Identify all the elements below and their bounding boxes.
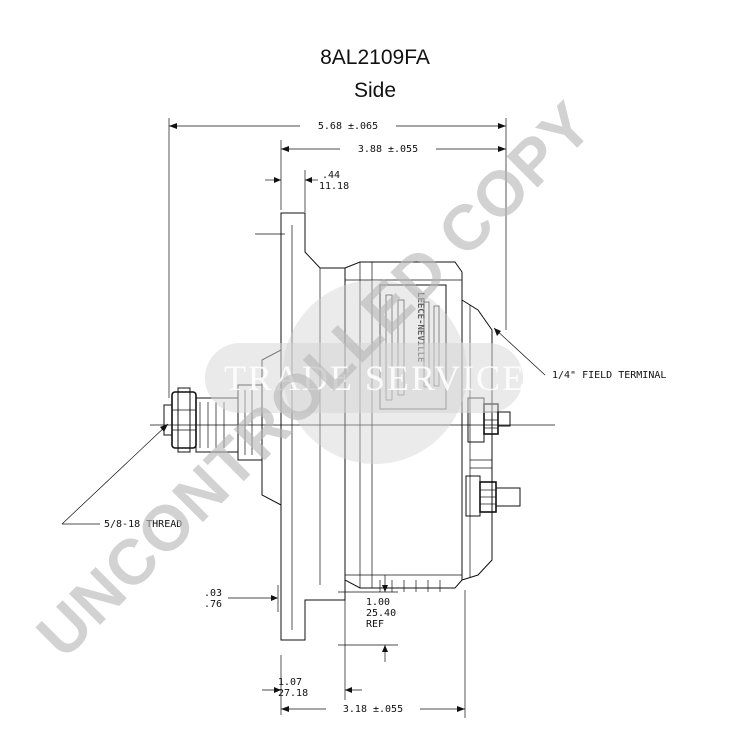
flange-dimension: .44 11.18: [265, 170, 349, 212]
trade-service-label: TRADE SERVICE: [224, 358, 526, 398]
ref-in-label: 1.00: [366, 597, 390, 608]
foot-mm-label: 27.18: [278, 688, 308, 699]
bottom-width-label: 3.18 ±.055: [343, 704, 403, 715]
part-number-title: 8AL2109FA: [320, 46, 430, 69]
nameplate-brand-label: LEECE-NEVILLE: [415, 292, 425, 362]
bottom-width-dimension: 3.18 ±.055: [281, 590, 466, 718]
gap-in-label: .03: [204, 588, 222, 599]
watermark: TRADE SERVICE UNCONTROLLED COPY: [23, 88, 606, 671]
gap-dimension: .03 .76: [204, 585, 279, 612]
overall-width-dimension: 5.68 ±.065: [168, 118, 507, 398]
ref-text-label: REF: [366, 619, 384, 630]
overall-width-label: 5.68 ±.065: [318, 121, 378, 132]
output-terminal[interactable]: [465, 475, 521, 517]
field-terminal-label: 1/4" FIELD TERMINAL: [552, 370, 666, 381]
foot-in-label: 1.07: [278, 677, 302, 688]
body-width-dimension: 3.88 ±.055: [280, 140, 506, 210]
thread-label: 5/8-18 THREAD: [104, 519, 182, 530]
flange-in-label: .44: [322, 170, 340, 181]
flange-mm-label: 11.18: [319, 181, 349, 192]
body-width-label: 3.88 ±.055: [358, 144, 418, 155]
foot-dimension: 1.07 27.18: [262, 590, 362, 715]
ref-dimension: 1.00 25.40 REF: [338, 575, 398, 662]
view-title: Side: [354, 79, 396, 102]
ref-mm-label: 25.40: [366, 608, 396, 619]
gap-mm-label: .76: [204, 599, 222, 610]
field-terminal-callout: 1/4" FIELD TERMINAL: [493, 327, 666, 381]
